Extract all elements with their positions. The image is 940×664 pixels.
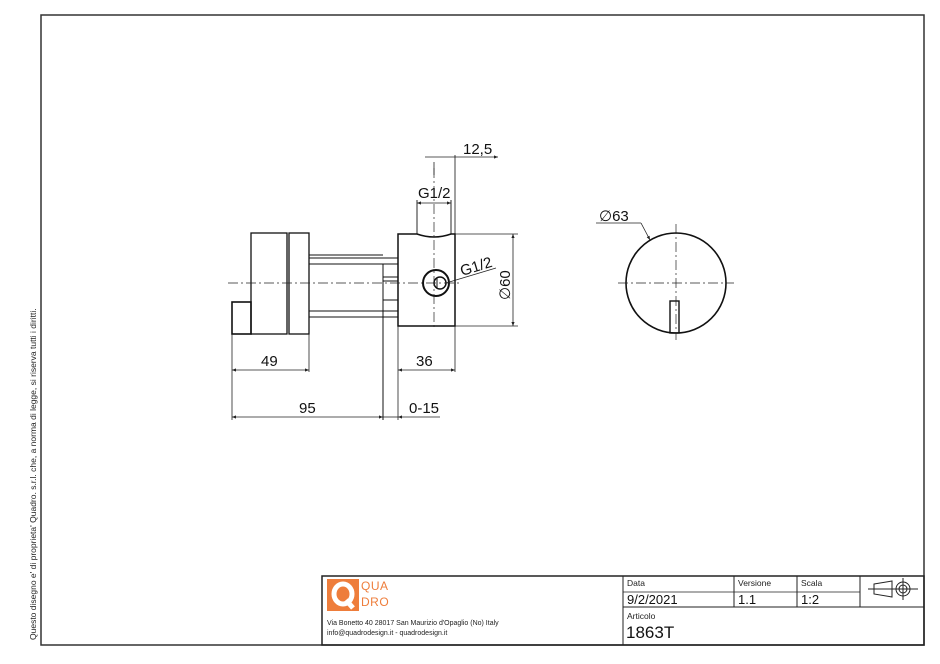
dim-adjust-range: 0-15 [409, 400, 439, 417]
front-view [618, 224, 734, 340]
dim-body-length: 36 [416, 353, 433, 370]
logo-text-line2: DRO [361, 595, 390, 609]
dim-total-length: 95 [299, 400, 316, 417]
dim-body-diameter: ∅60 [497, 270, 514, 300]
article-value: 1863T [626, 623, 675, 642]
scale-label: Scala [801, 578, 823, 588]
version-value: 1.1 [738, 592, 757, 607]
logo-text-line1: QUA [361, 579, 389, 593]
diameter-symbol: ∅ [497, 287, 514, 300]
copyright-note: Questo disegno e' di proprieta' Quadro. … [28, 308, 38, 640]
date-value: 9/2/2021 [627, 592, 678, 607]
quadro-logo [327, 579, 359, 611]
company-contact: info@quadrodesign.it - quadrodesign.it [327, 630, 448, 637]
diameter-symbol: ∅ [599, 208, 612, 225]
dim-front-diameter: ∅63 [599, 208, 629, 225]
dim-knob-length: 49 [261, 353, 278, 370]
dim-top-thread: G1/2 [418, 185, 451, 202]
company-address: Via Bonetto 40 28017 San Maurizio d'Opag… [327, 620, 499, 627]
dim-top-offset: 12,5 [463, 141, 492, 158]
drawing-frame [40, 14, 925, 646]
side-view [228, 155, 460, 420]
first-angle-projection-icon [868, 578, 918, 600]
scale-value: 1:2 [801, 592, 820, 607]
date-label: Data [627, 578, 645, 588]
dimension-lines [231, 155, 651, 420]
dim-side-thread: G1/2 [458, 254, 494, 280]
title-block-grid [321, 575, 925, 646]
article-label: Articolo [627, 611, 656, 621]
version-label: Versione [738, 578, 772, 588]
